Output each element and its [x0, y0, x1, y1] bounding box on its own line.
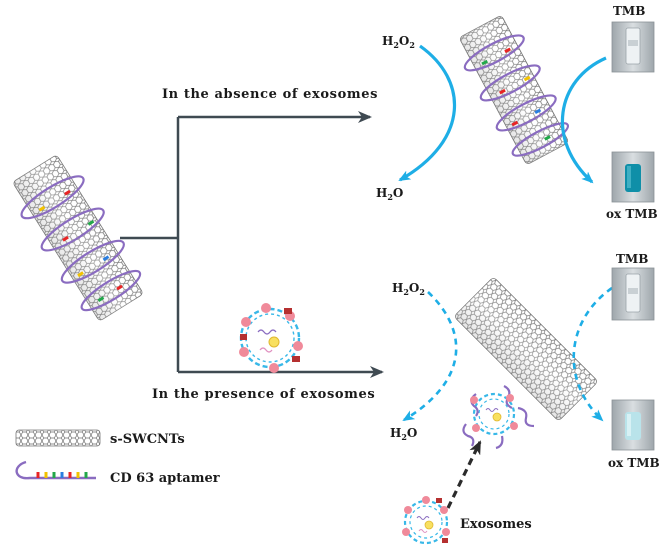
- top-aptamer-coils: [463, 34, 570, 157]
- top-h2o2-arrow: [398, 44, 457, 182]
- legend-aptamer-icon: [15, 460, 96, 480]
- top-reactant-label: H2O2: [382, 34, 415, 50]
- legend: s-SWCNTs CD 63 aptamer: [15, 429, 220, 486]
- top-tmb-label: TMB: [613, 4, 645, 18]
- bottom-oxtmb-vial: [611, 399, 655, 451]
- legend-swcnt-icon: [15, 429, 101, 447]
- bottom-product-label: H2O: [390, 426, 417, 442]
- exosomes-label: Exosomes: [460, 517, 532, 532]
- bottom-free-nanotube: [455, 278, 597, 420]
- branch-label-presence: In the presence of exosomes: [152, 387, 375, 402]
- left-aptamer-coils: [20, 175, 142, 312]
- top-tmb-arrow: [560, 56, 607, 184]
- branch-connector: [120, 111, 384, 378]
- top-oxtmb-vial: [611, 151, 655, 203]
- exosome-binding-arrow: [446, 440, 482, 509]
- top-product-label: H2O: [376, 186, 403, 202]
- legend-swcnt-label: s-SWCNTs: [110, 432, 185, 447]
- exosome-branch: [239, 303, 303, 373]
- bottom-tmb-label: TMB: [616, 252, 648, 266]
- top-tmb-vial: [611, 21, 655, 73]
- left-wrapped-nanotube: [13, 155, 143, 321]
- bottom-oxtmb-label: ox TMB: [608, 456, 660, 470]
- bottom-h2o2-arrow: [402, 291, 458, 422]
- bottom-reactant-label: H2O2: [392, 281, 425, 297]
- bottom-tmb-arrow: [572, 286, 613, 422]
- bottom-tmb-vial: [611, 267, 655, 321]
- bound-exosome: [462, 385, 535, 450]
- top-wrapped-nanotube: [460, 16, 570, 164]
- free-exosome: [402, 496, 450, 545]
- top-oxtmb-label: ox TMB: [606, 207, 658, 221]
- branch-label-absence: In the absence of exosomes: [162, 87, 378, 102]
- legend-aptamer-label: CD 63 aptamer: [110, 471, 220, 486]
